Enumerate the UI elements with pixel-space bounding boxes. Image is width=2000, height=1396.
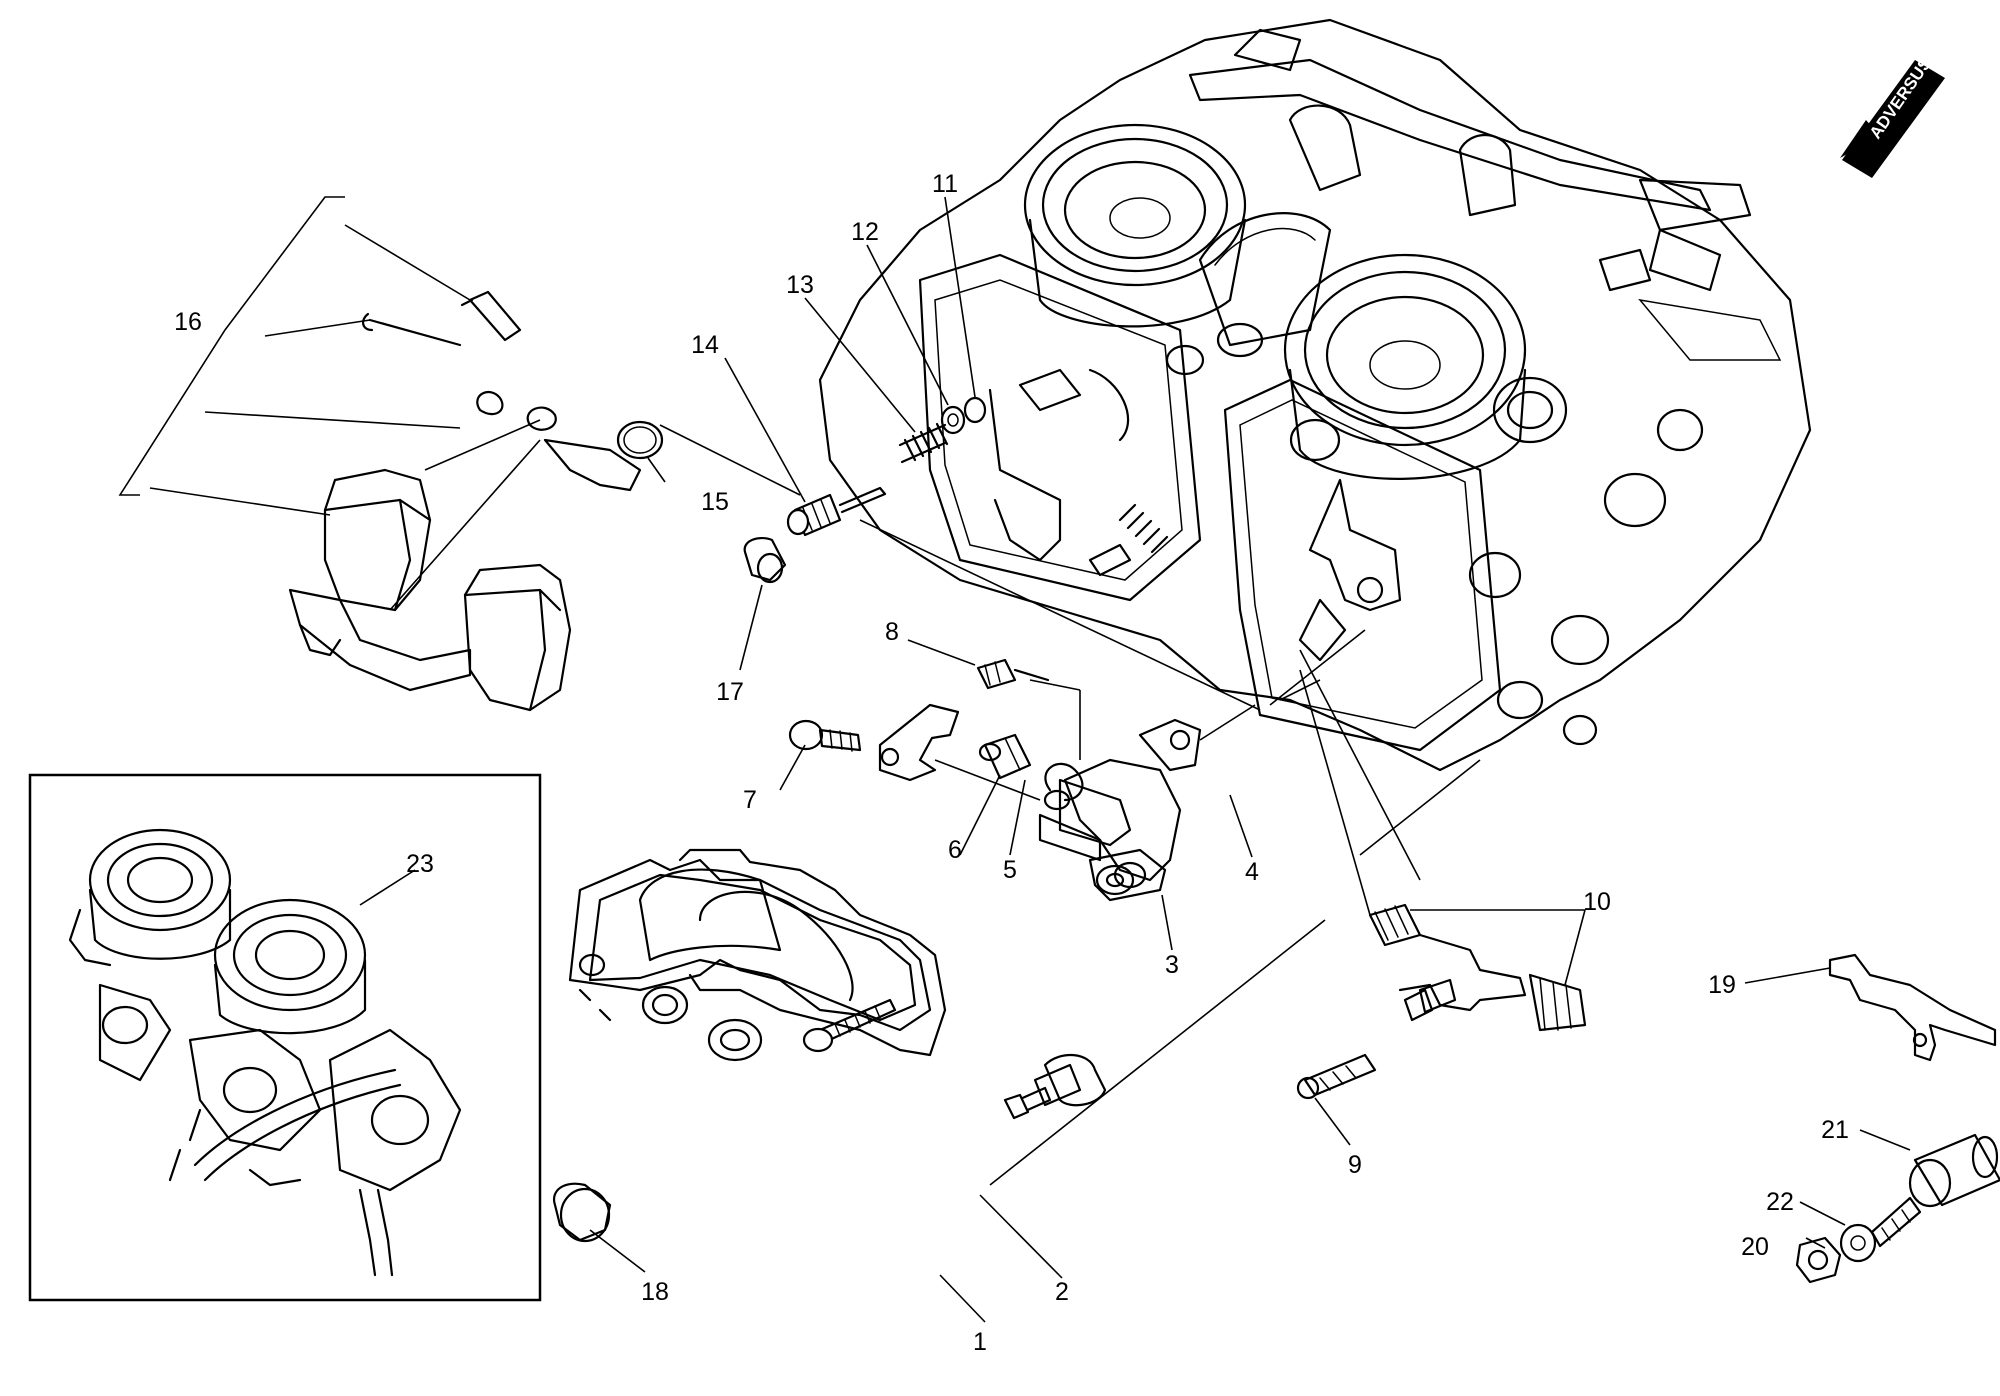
part-15-oring [616,420,664,460]
part-20-nut [1795,1236,1842,1284]
part-19-bracket [1828,953,1997,1062]
callout-6: 6 [948,836,962,864]
callout-labels: 1 2 3 4 5 6 7 8 9 10 11 12 13 14 15 16 1… [174,170,1849,1356]
part-12-washer [940,405,966,435]
callout-5: 5 [1003,856,1017,884]
callout-23: 23 [406,850,434,878]
callout-9: 9 [1348,1151,1362,1179]
part-8-needle [976,658,1050,690]
callout-21: 21 [1821,1116,1849,1144]
callout-19: 19 [1708,971,1736,999]
callout-7: 7 [743,786,757,814]
callout-20: 20 [1741,1233,1769,1261]
brand-logo: ADVERSUS [1840,54,1945,178]
callout-2: 2 [1055,1278,1069,1306]
inset-frame [28,773,542,1302]
leader-lines [118,196,1911,1323]
part-16-float-assembly [288,290,642,712]
part-23-carburetor-assembly [68,828,462,1277]
part-7-screw-link [788,703,960,782]
part-4-throttle-lever [1038,718,1202,902]
callout-8: 8 [885,618,899,646]
callout-15: 15 [701,488,729,516]
part-9-jet [1296,1053,1377,1100]
callout-18: 18 [641,1278,669,1306]
part-2-float-bowl-cover [568,848,947,1062]
part-22-bolt [1839,1196,1922,1263]
part-6-sleeve [978,733,1032,780]
callout-3: 3 [1165,951,1179,979]
part-17-cap [743,536,787,584]
callout-12: 12 [851,218,879,246]
callout-14: 14 [691,331,719,359]
part-14-mixture-screw [786,486,887,537]
callout-22: 22 [1766,1188,1794,1216]
part-21-sleeve [1908,1133,2000,1208]
callout-13: 13 [786,271,814,299]
part-10-t-fitting [1368,903,1587,1032]
callout-16: 16 [174,308,202,336]
carburetor-body-assembly [818,18,1812,772]
callout-1: 1 [973,1328,987,1356]
callout-17: 17 [716,678,744,706]
callout-10: 10 [1583,888,1611,916]
callout-11: 11 [932,170,958,198]
part-18-plug [552,1182,612,1243]
inset-assembled-carburetor [28,773,542,1302]
part-13-spring [898,422,949,464]
callout-4: 4 [1245,858,1259,886]
part-11-oring [963,396,987,424]
part-5-spring-clip [1043,762,1084,811]
